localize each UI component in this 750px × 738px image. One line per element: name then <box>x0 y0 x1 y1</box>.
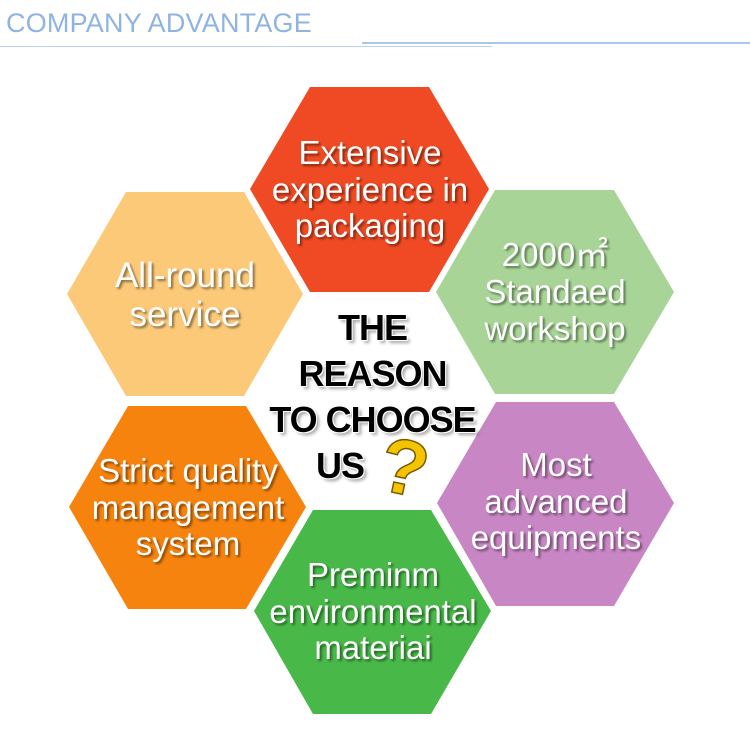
center-line-3: TO CHOOSE <box>269 399 476 440</box>
question-mark-icon: ? <box>378 428 428 508</box>
hexagon-quality-line-2: management <box>91 488 285 526</box>
hexagon-experience <box>250 87 489 292</box>
hexagon-service-line-2: service <box>129 295 241 334</box>
hexagon-quality-line-3: system <box>135 525 241 563</box>
hexagon-service-line-1: All-round <box>114 255 256 295</box>
question-mark-glyph: ? <box>378 428 428 508</box>
header-divider <box>362 42 750 44</box>
center-heading: THE REASON TO CHOOSE US <box>250 305 495 489</box>
hexagon-equipments-line-2: advanced <box>484 482 628 520</box>
hexagon-equipments <box>437 402 674 606</box>
hexagon-material <box>254 510 491 714</box>
hexagon-quality-line-1: Strict quality <box>98 451 278 489</box>
page-title: COMPANY ADVANTAGE <box>6 8 312 38</box>
center-line-1: THE <box>338 307 408 348</box>
hexagon-workshop <box>436 190 674 394</box>
hexagon-material-line-1: Preminm <box>306 555 440 593</box>
hexagon-material-line-3: materiai <box>314 629 432 667</box>
center-line-2: REASON <box>298 353 447 394</box>
hexagon-equipments-line-3: equipments <box>470 519 642 557</box>
hexagon-service <box>67 192 303 396</box>
center-line-4: US <box>316 445 365 486</box>
hexagon-workshop-line-3: workshop <box>484 309 626 347</box>
hexagon-workshop-line-1: 2000㎡ <box>501 236 609 274</box>
hexagon-quality <box>69 406 306 609</box>
hexagon-workshop-line-2: Standaed <box>484 273 626 311</box>
header-underline <box>0 46 492 47</box>
hexagon-experience-line-2: experience in <box>271 170 469 208</box>
hexagon-experience-line-3: packaging <box>294 207 446 245</box>
hexagon-equipments-line-1: Most <box>520 445 592 483</box>
hexagon-experience-line-1: Extensive <box>298 133 442 171</box>
hexagon-material-line-2: environmental <box>269 592 477 630</box>
